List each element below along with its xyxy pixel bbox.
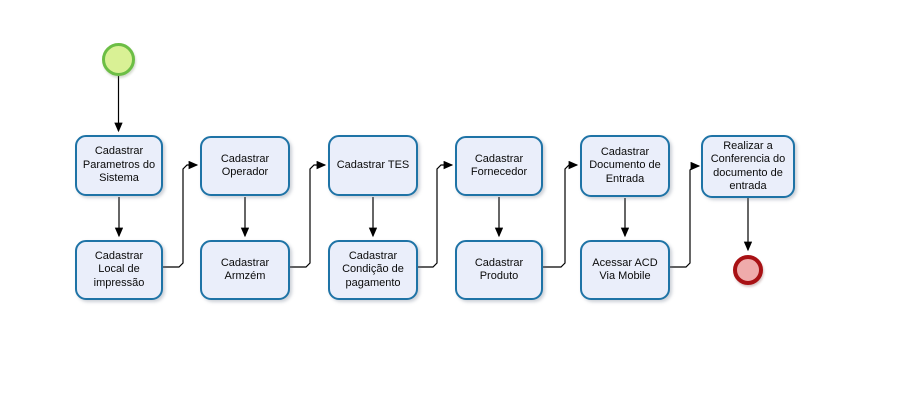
task-label: Cadastrar Produto	[474, 256, 524, 283]
task-label: Cadastrar Operador	[220, 152, 270, 179]
task-cadastrar-tes: Cadastrar TES	[328, 135, 418, 196]
edge-acd-conferencia	[670, 161, 701, 268]
task-label: Cadastrar Fornecedor	[470, 152, 528, 179]
task-label: Acessar ACD Via Mobile	[592, 256, 658, 283]
task-label: Realizar a Conferencia do documento de e…	[710, 139, 786, 193]
task-realizar-conferencia-documento-entrada: Realizar a Conferencia do documento de e…	[701, 135, 795, 198]
task-cadastrar-operador: Cadastrar Operador	[200, 136, 290, 196]
edge-condicao-fornecedor	[418, 160, 454, 268]
edge-local-operador	[163, 160, 199, 268]
task-label: Cadastrar TES	[336, 158, 410, 171]
task-label: Cadastrar Local de impressão	[93, 249, 145, 289]
task-cadastrar-fornecedor: Cadastrar Fornecedor	[455, 136, 543, 196]
edge-armazem-tes	[290, 160, 327, 268]
task-acessar-acd-via-mobile: Acessar ACD Via Mobile	[580, 240, 670, 300]
task-cadastrar-documento-entrada: Cadastrar Documento de Entrada	[580, 135, 670, 197]
task-cadastrar-armazem: Cadastrar Armzém	[200, 240, 290, 300]
task-label: Cadastrar Armzém	[220, 256, 270, 283]
task-cadastrar-produto: Cadastrar Produto	[455, 240, 543, 300]
edge-produto-documento	[543, 160, 579, 268]
task-label: Cadastrar Condição de pagamento	[342, 249, 404, 289]
task-cadastrar-local-impressao: Cadastrar Local de impressão	[75, 240, 163, 300]
task-label: Cadastrar Parametros do Sistema	[82, 145, 156, 185]
task-cadastrar-parametros-sistema: Cadastrar Parametros do Sistema	[75, 135, 163, 196]
end-event-circle	[733, 255, 763, 285]
start-event-circle	[102, 43, 135, 76]
task-cadastrar-condicao-pagamento: Cadastrar Condição de pagamento	[328, 240, 418, 300]
task-label: Cadastrar Documento de Entrada	[589, 145, 661, 185]
